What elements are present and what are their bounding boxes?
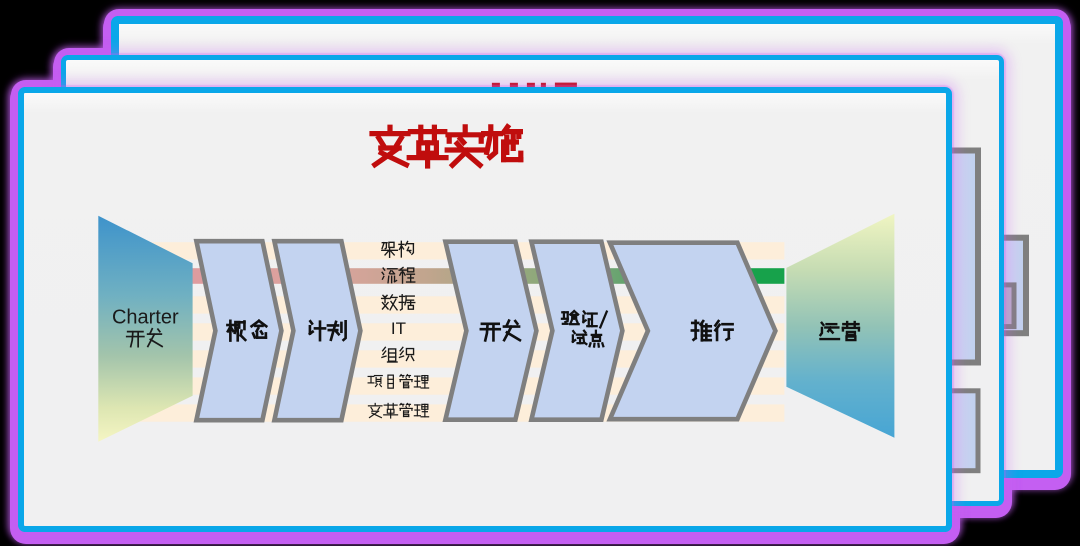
svg-text:Charter: Charter [112,307,179,329]
svg-text:IT: IT [391,319,406,338]
